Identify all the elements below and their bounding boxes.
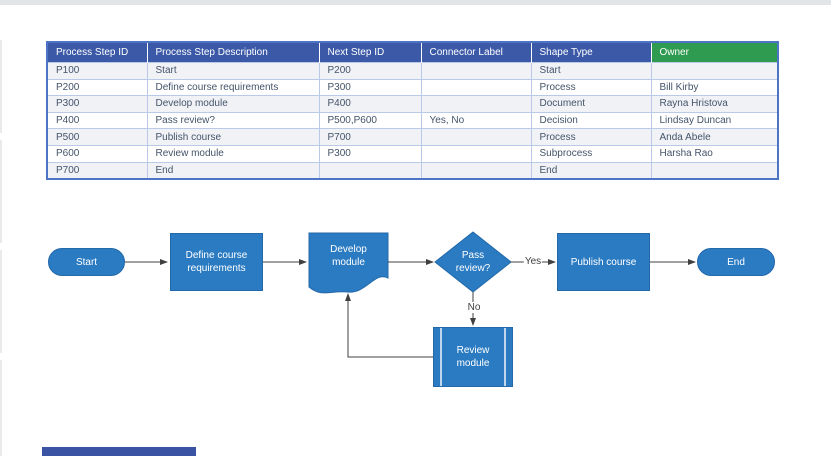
page-edge-marker bbox=[0, 250, 2, 353]
cell[interactable]: P600 bbox=[46, 144, 148, 163]
cell[interactable]: Start bbox=[146, 62, 320, 80]
review-label-line1: Review bbox=[456, 345, 490, 356]
col-header-next-step-id: Next Step ID bbox=[318, 42, 421, 63]
cell[interactable]: P200 bbox=[46, 78, 148, 97]
cell[interactable]: P100 bbox=[46, 62, 148, 80]
table-header-row: Process Step ID Process Step Description… bbox=[47, 42, 778, 63]
cell[interactable]: Anda Abele bbox=[650, 128, 779, 146]
col-header-process-step-id: Process Step ID bbox=[47, 42, 147, 63]
cell[interactable]: Pass review? bbox=[146, 111, 320, 130]
table-row: P400 Pass review? P500,P600 Yes, No Deci… bbox=[46, 111, 779, 130]
bottom-accent-bar bbox=[42, 447, 196, 456]
top-gray-bar bbox=[0, 0, 831, 5]
connector-label-no: No bbox=[466, 302, 482, 313]
cell[interactable]: P400 bbox=[46, 111, 148, 130]
cell[interactable]: P500,P600 bbox=[318, 111, 422, 130]
define-label-line2: requirements bbox=[187, 263, 246, 274]
cell[interactable] bbox=[650, 62, 779, 80]
cell[interactable] bbox=[420, 144, 532, 163]
cell[interactable]: End bbox=[530, 161, 652, 180]
subprocess-side-bar bbox=[440, 328, 442, 386]
col-header-shape-type: Shape Type bbox=[530, 42, 651, 63]
cell[interactable]: Review module bbox=[146, 144, 320, 163]
define-label-line1: Define course bbox=[185, 250, 248, 261]
cell[interactable]: P700 bbox=[46, 161, 148, 180]
process-steps-table: Process Step ID Process Step Description… bbox=[46, 41, 779, 181]
cell[interactable]: Decision bbox=[530, 111, 652, 130]
publish-label: Publish course bbox=[570, 256, 637, 268]
document-shape-develop-module[interactable] bbox=[308, 232, 389, 294]
connector-label-yes: Yes bbox=[523, 256, 543, 267]
end-shape-label: End bbox=[727, 256, 745, 268]
col-header-connector-label: Connector Label bbox=[420, 42, 531, 63]
cell[interactable]: P300 bbox=[318, 78, 422, 97]
cell[interactable] bbox=[420, 95, 532, 113]
start-shape[interactable]: Start bbox=[48, 248, 125, 276]
col-header-owner: Owner bbox=[650, 42, 778, 63]
review-label-line2: module bbox=[456, 358, 490, 369]
process-shape-define-course[interactable]: Define course requirements bbox=[170, 233, 263, 291]
cell[interactable] bbox=[318, 161, 422, 180]
page-edge-marker bbox=[0, 360, 2, 456]
connector-review-to-develop bbox=[345, 293, 433, 358]
col-header-process-step-description: Process Step Description bbox=[146, 42, 319, 63]
process-shape-publish-course[interactable]: Publish course bbox=[557, 233, 650, 291]
cell[interactable]: Lindsay Duncan bbox=[650, 111, 779, 130]
table-row: P200 Define course requirements P300 Pro… bbox=[46, 78, 779, 97]
table-row: P600 Review module P300 Subprocess Harsh… bbox=[46, 144, 779, 163]
cell[interactable]: End bbox=[146, 161, 320, 180]
cell[interactable]: Process bbox=[530, 128, 652, 146]
table-row: P300 Develop module P400 Document Rayna … bbox=[46, 95, 779, 113]
end-shape[interactable]: End bbox=[697, 248, 775, 276]
cell[interactable] bbox=[650, 161, 779, 180]
page-edge-marker bbox=[0, 140, 2, 243]
cell[interactable]: P500 bbox=[46, 128, 148, 146]
cell[interactable]: Bill Kirby bbox=[650, 78, 779, 97]
cell[interactable]: Define course requirements bbox=[146, 78, 320, 97]
cell[interactable]: P400 bbox=[318, 95, 422, 113]
subprocess-side-bar bbox=[504, 328, 506, 386]
page-edge-marker bbox=[0, 40, 2, 133]
cell[interactable]: Harsha Rao bbox=[650, 144, 779, 163]
cell[interactable] bbox=[420, 161, 532, 180]
decision-shape-pass-review[interactable] bbox=[434, 231, 512, 293]
cell[interactable]: P300 bbox=[46, 95, 148, 113]
cell[interactable]: Rayna Hristova bbox=[650, 95, 779, 113]
table-row: P700 End End bbox=[46, 161, 779, 180]
start-shape-label: Start bbox=[75, 256, 98, 268]
subprocess-shape-review-module[interactable]: Review module bbox=[433, 327, 513, 387]
